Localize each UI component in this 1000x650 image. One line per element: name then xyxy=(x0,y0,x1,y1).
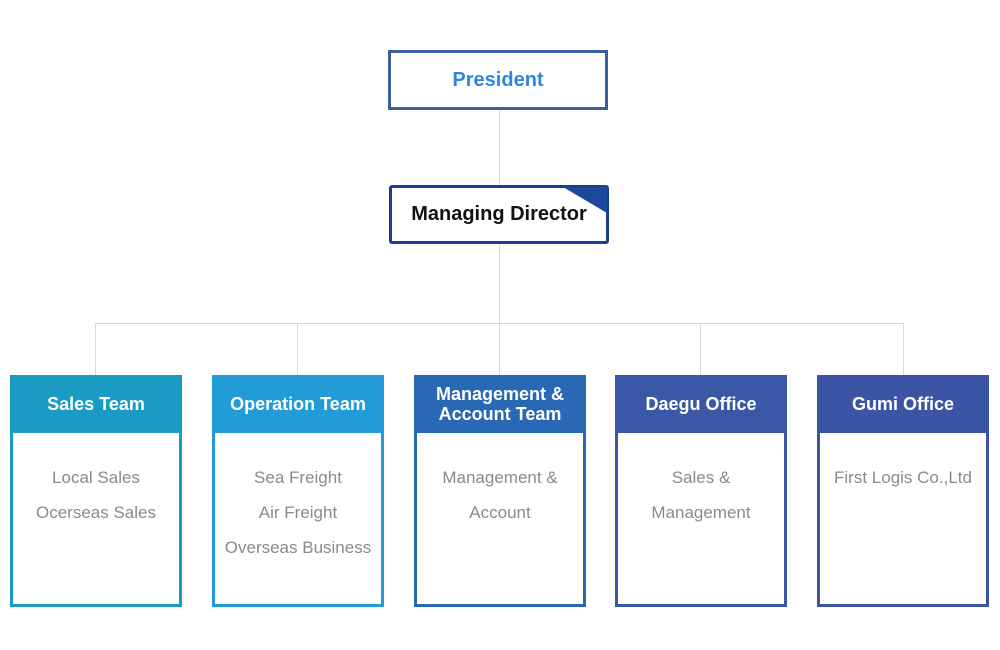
team-title-line: Management & xyxy=(435,384,565,404)
team-header: Sales Team xyxy=(10,375,182,433)
president-box: President xyxy=(388,50,608,110)
team-sales: Sales Team Local Sales Ocerseas Sales xyxy=(10,375,182,607)
team-item: Overseas Business xyxy=(224,538,372,557)
team-operation: Operation Team Sea Freight Air Freight O… xyxy=(212,375,384,607)
managing-director-box: Managing Director xyxy=(389,185,609,244)
team-item: First Logis Co.,Ltd xyxy=(834,468,972,487)
team-title: Gumi Office xyxy=(851,394,954,414)
team-item: Local Sales xyxy=(52,468,140,487)
team-body: First Logis Co.,Ltd xyxy=(820,433,986,604)
team-item: Air Freight xyxy=(258,503,338,522)
team-item: Sea Freight xyxy=(254,468,342,487)
team-item: Management & xyxy=(442,468,558,487)
team-title-line: Account Team xyxy=(438,404,562,424)
team-header: Daegu Office xyxy=(615,375,787,433)
team-title: Sales Team xyxy=(47,394,145,414)
team-body: Sales & Management xyxy=(618,433,784,604)
team-body: Sea Freight Air Freight Overseas Busines… xyxy=(215,433,381,604)
team-body: Local Sales Ocerseas Sales xyxy=(13,433,179,604)
team-header: Management & Account Team xyxy=(414,375,586,433)
team-item: Ocerseas Sales xyxy=(36,503,156,522)
president-label: President xyxy=(452,69,544,91)
managing-director-label: Managing Director xyxy=(411,203,587,225)
team-management-account: Management & Account Team Management & A… xyxy=(414,375,586,607)
team-body: Management & Account xyxy=(417,433,583,604)
team-daegu-office: Daegu Office Sales & Management xyxy=(615,375,787,607)
team-title: Daegu Office xyxy=(645,394,757,414)
team-item: Sales & xyxy=(671,468,731,487)
team-header: Gumi Office xyxy=(817,375,989,433)
team-item: Management xyxy=(651,503,751,522)
team-header: Operation Team xyxy=(212,375,384,433)
team-title: Operation Team xyxy=(230,394,366,414)
team-gumi-office: Gumi Office First Logis Co.,Ltd xyxy=(817,375,989,607)
team-item: Account xyxy=(469,503,531,522)
corner-accent xyxy=(563,187,607,213)
